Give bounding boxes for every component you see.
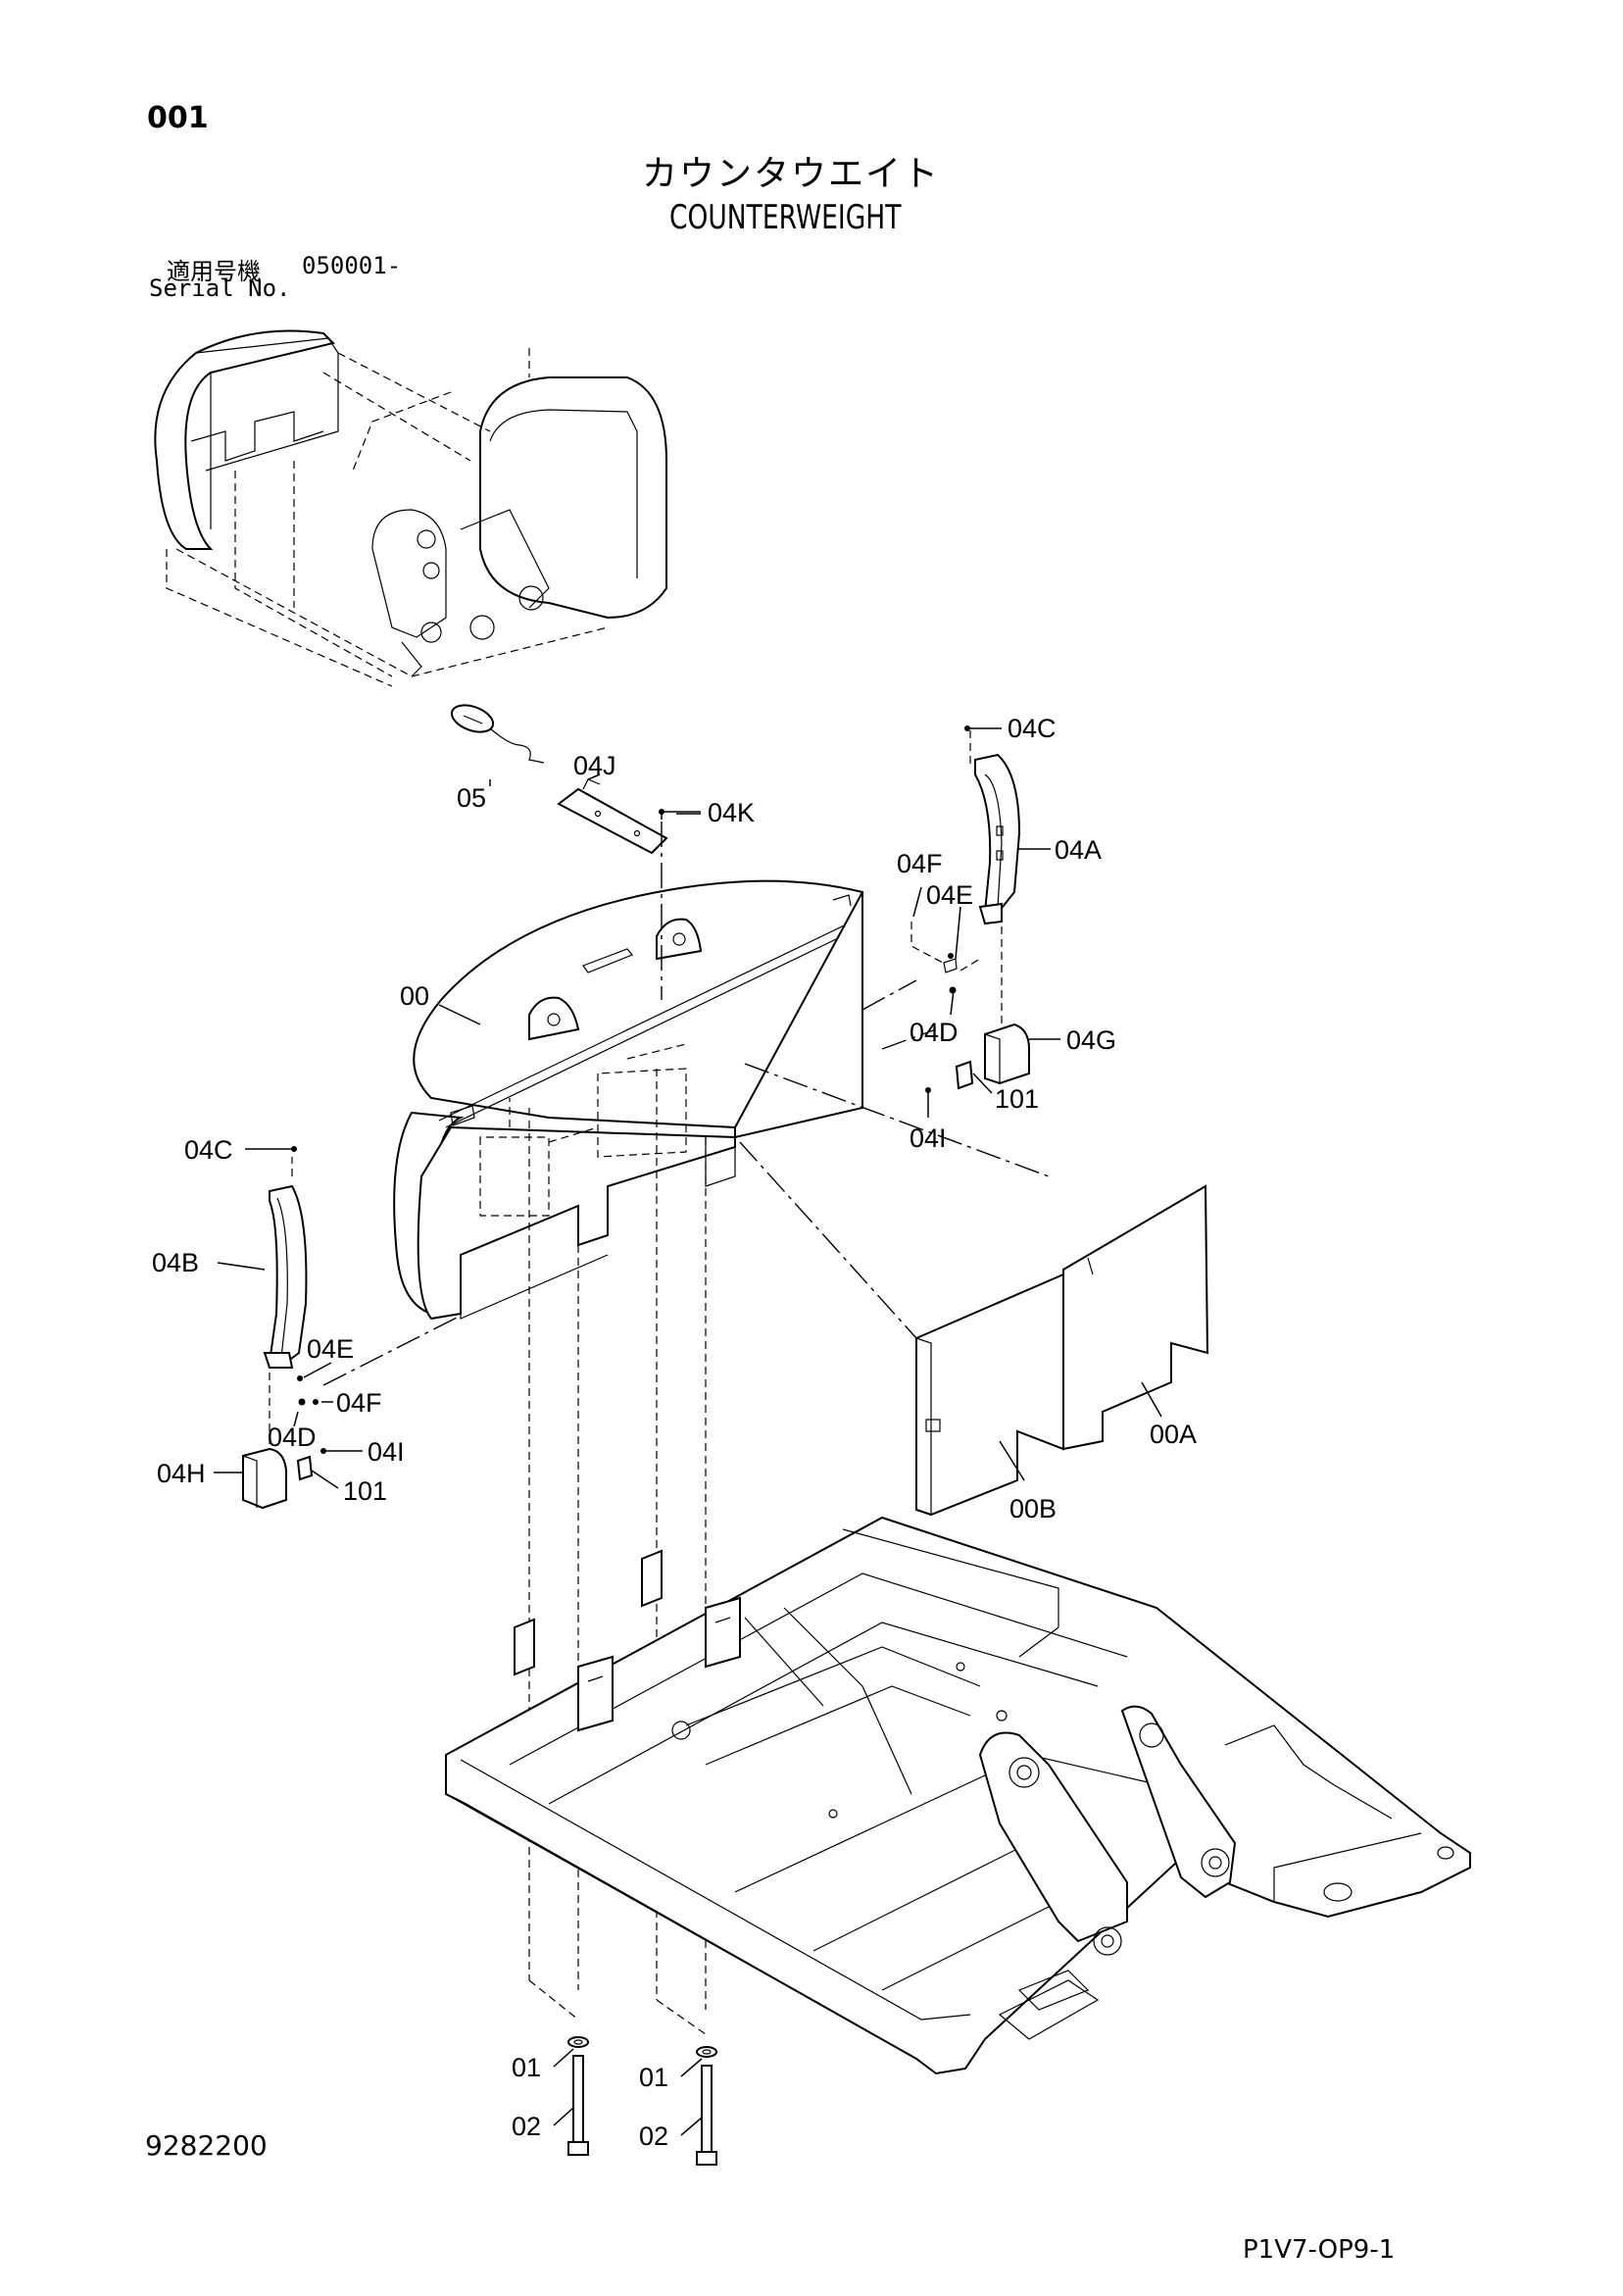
callout-04a: 04A	[1055, 835, 1102, 865]
callout-04d-left: 04D	[268, 1423, 317, 1452]
left-handrail-assembly	[242, 1157, 326, 1510]
callout-04k: 04K	[708, 798, 755, 827]
callout-04c-left: 04C	[184, 1135, 233, 1165]
drawing-number: 9282200	[145, 2129, 268, 2162]
callout-02-left: 02	[512, 2112, 541, 2141]
callout-00a: 00A	[1150, 1420, 1197, 1449]
page-number: 001	[147, 101, 209, 135]
bolts-and-washers	[567, 2036, 717, 2166]
callout-04d-right: 04D	[910, 1018, 959, 1047]
callout-04c-right: 04C	[1008, 714, 1057, 743]
callout-05: 05	[457, 783, 486, 813]
serial-value: 050001-	[302, 252, 402, 279]
overview-inset-drawing	[154, 329, 667, 687]
callout-04b: 04B	[152, 1248, 199, 1277]
serial-label-japanese: 適用号機	[167, 258, 261, 285]
callout-04h: 04H	[157, 1459, 206, 1488]
callout-04j: 04J	[573, 751, 616, 780]
counterweight-main-body	[393, 879, 863, 1321]
callout-04g: 04G	[1066, 1025, 1116, 1055]
right-handrail-assembly	[910, 730, 1030, 1093]
callout-04i-left: 04I	[368, 1437, 405, 1467]
key-and-plate-parts	[450, 704, 668, 855]
callout-04i-right: 04I	[910, 1123, 947, 1153]
callout-00b: 00B	[1009, 1494, 1057, 1523]
serial-label-english: Serial No.	[149, 275, 291, 302]
callout-101-left: 101	[343, 1476, 387, 1506]
leader-lines	[214, 725, 1162, 2136]
callout-04f-left: 04F	[336, 1388, 382, 1418]
title-japanese: カウンタウエイト	[642, 154, 941, 194]
callout-01-left: 01	[512, 2053, 541, 2082]
callout-04f-right: 04F	[897, 849, 943, 878]
callout-00: 00	[400, 981, 429, 1011]
callout-101-right: 101	[995, 1084, 1039, 1114]
sheet-code: P1V7-OP9-1	[1243, 2235, 1396, 2265]
callout-01-right: 01	[639, 2063, 668, 2092]
title-english: COUNTERWEIGHT	[669, 198, 902, 237]
callout-04e-right: 04E	[926, 880, 973, 910]
upper-frame-chassis	[445, 1516, 1471, 2075]
callout-labels: 05 04J 04K 04C 04A 04F 04E 04D 04G 101 0…	[152, 714, 1197, 2151]
cover-plates	[915, 1184, 1209, 1517]
callout-02-right: 02	[639, 2121, 668, 2151]
callout-04e-left: 04E	[307, 1334, 354, 1364]
